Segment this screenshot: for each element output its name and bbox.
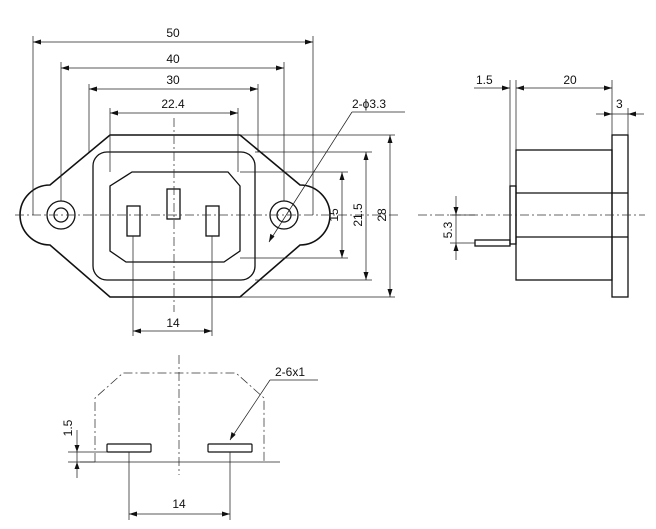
dim-mounting-hole-pitch: 40 bbox=[166, 52, 180, 66]
dim-cutout-height: 15 bbox=[327, 208, 341, 222]
side-flange bbox=[611, 134, 629, 298]
pin-leader bbox=[229, 379, 271, 441]
arrow bbox=[74, 445, 80, 469]
dim-panel-thickness: 3 bbox=[616, 97, 623, 111]
arrow bbox=[604, 85, 612, 91]
hole-leader bbox=[268, 111, 353, 243]
bottom-view: 2-6x1 1.5 14 bbox=[61, 355, 318, 520]
bottom-outline bbox=[94, 372, 265, 462]
arrow bbox=[269, 233, 275, 242]
dim-depth: 20 bbox=[563, 73, 577, 87]
front-view: 50 40 30 22.4 2-ϕ3.3 15 21.5 28 14 bbox=[15, 26, 405, 336]
left-pin bbox=[126, 205, 141, 237]
dim-overall-height: 28 bbox=[375, 208, 389, 222]
hole-spec-label: 2-ϕ3.3 bbox=[352, 97, 386, 111]
dim-flange-width: 30 bbox=[166, 73, 180, 87]
dim-overall-width: 50 bbox=[166, 26, 180, 40]
arrow bbox=[230, 432, 236, 440]
dim-body-height: 21.5 bbox=[351, 203, 365, 227]
dim-pin-offset: 5.3 bbox=[441, 221, 455, 238]
pin-size-label: 2-6x1 bbox=[275, 365, 305, 379]
side-pin bbox=[474, 239, 511, 247]
dim-pin-spacing-bottom: 14 bbox=[172, 497, 186, 511]
right-pin bbox=[205, 205, 220, 237]
dim-pin-spacing-front: 14 bbox=[166, 316, 180, 330]
dim-flange-thickness: 1.5 bbox=[476, 73, 493, 87]
dim-cutout-width: 22.4 bbox=[161, 97, 185, 111]
socket-cavity bbox=[109, 171, 241, 263]
arrow bbox=[604, 111, 636, 117]
arrow bbox=[133, 328, 212, 334]
dim-pin-height: 1.5 bbox=[61, 419, 75, 436]
bottom-left-pin bbox=[106, 443, 152, 453]
bottom-right-pin bbox=[207, 443, 253, 453]
side-body bbox=[515, 149, 613, 281]
side-view: 1.5 20 3 5.3 bbox=[418, 73, 645, 298]
earth-pin bbox=[166, 188, 181, 220]
flange-outline bbox=[19, 134, 331, 298]
